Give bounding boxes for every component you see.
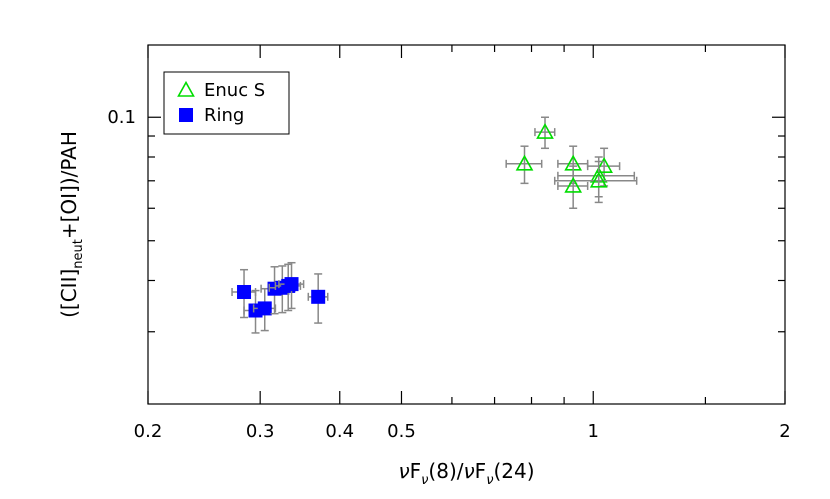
axis-label-part: ([CII]: [57, 269, 81, 318]
axis-label-part: F: [410, 459, 422, 483]
data-marker: [257, 301, 272, 316]
data-point: [278, 261, 305, 310]
plot-frame: [147, 44, 786, 405]
y-axis-label: ([CII]neut+[OI])/PAH: [57, 131, 86, 318]
axis-label-subscript: neut: [71, 239, 86, 269]
axis-label-subscript: ν: [486, 473, 493, 488]
data-marker: [595, 156, 613, 173]
data-marker: [589, 171, 608, 188]
x-tick-label: 1: [588, 421, 599, 442]
y-tick-label: 0.1: [107, 107, 136, 128]
legend-marker: [177, 80, 195, 97]
x-tick-label: 0.3: [246, 421, 275, 442]
data-marker: [311, 289, 326, 304]
data-marker: [284, 277, 299, 292]
axis-label-part: +[OI])/PAH: [57, 131, 81, 239]
legend-box: [163, 71, 290, 135]
series-ring: [231, 261, 329, 334]
data-point: [307, 273, 329, 324]
data-point: [553, 160, 638, 204]
axis-label-part: ν: [398, 459, 409, 483]
axis-label-part: F: [475, 459, 487, 483]
series-enuc-s: [505, 116, 638, 210]
axis-label-part: ν: [464, 459, 475, 483]
data-marker: [515, 154, 534, 171]
legend-label: Enuc S: [204, 80, 265, 101]
x-tick-label: 0.2: [134, 421, 163, 442]
data-marker: [237, 284, 252, 299]
axis-label-subscript: ν: [421, 473, 428, 488]
x-tick-label: 0.5: [387, 421, 416, 442]
data-point: [586, 147, 621, 187]
data-point: [505, 145, 543, 185]
legend-label: Ring: [204, 105, 244, 126]
x-tick-label: 0.4: [325, 421, 354, 442]
axis-label-part: (8)/: [428, 459, 463, 483]
x-tick-label: 2: [779, 421, 790, 442]
data-point: [534, 116, 556, 150]
data-marker: [536, 122, 554, 139]
x-axis-label: νFν(8)/νFν(24): [398, 459, 534, 488]
legend: Enuc S Ring: [163, 71, 290, 135]
data-marker: [564, 176, 583, 193]
legend-marker: [179, 108, 193, 122]
axis-label-part: (24): [493, 459, 534, 483]
data-point: [557, 165, 589, 210]
